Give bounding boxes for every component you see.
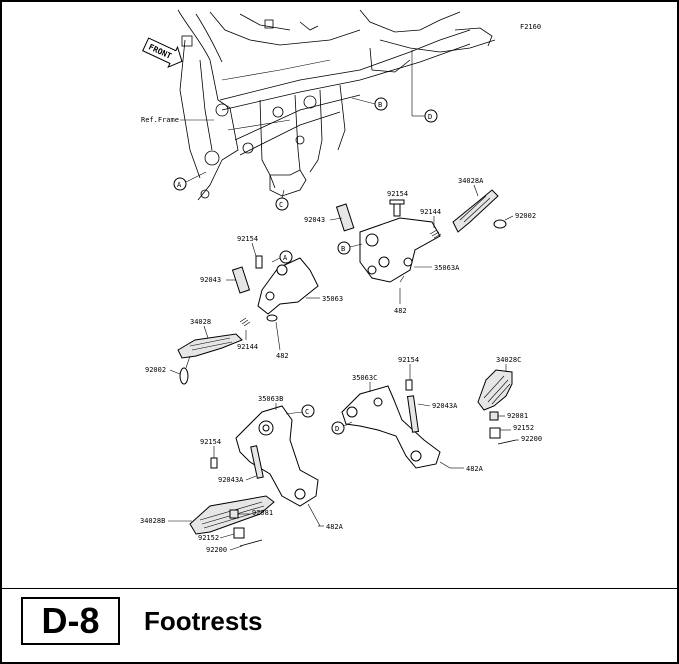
- svg-text:C: C: [279, 201, 283, 209]
- label-482-rear-right: 482: [394, 307, 407, 315]
- svg-text:B: B: [378, 101, 382, 109]
- svg-text:C: C: [305, 408, 309, 416]
- callout-c-frame: C: [275, 189, 289, 211]
- label-92081-front-left: 92081: [252, 509, 273, 517]
- label-92154-front-left: 92154: [200, 438, 221, 446]
- svg-text:A: A: [283, 254, 288, 262]
- frame-drawing: [177, 9, 496, 201]
- label-482-rear-left: 482: [276, 352, 289, 360]
- label-34028: 34028: [190, 318, 211, 326]
- page-title: Footrests: [144, 606, 263, 636]
- label-92154-front-right: 92154: [398, 356, 419, 364]
- label-92043-rear-right: 92043: [304, 216, 325, 224]
- label-92043a-front-right: 92043A: [432, 402, 458, 410]
- label-92154-rear-right: 92154: [387, 190, 408, 198]
- label-92002-rear-left: 92002: [145, 366, 166, 374]
- front-left-assembly: [189, 405, 321, 547]
- label-92154-rear-left: 92154: [237, 235, 258, 243]
- label-34028a: 34028A: [458, 177, 484, 185]
- label-92144-rear-right: 92144: [420, 208, 441, 216]
- label-92152-front-right: 92152: [513, 424, 534, 432]
- front-right-assembly: [341, 369, 517, 469]
- label-34028b: 34028B: [140, 517, 165, 525]
- svg-text:B: B: [341, 245, 345, 253]
- label-34028c: 34028C: [496, 356, 521, 364]
- figure-code: F2160: [520, 23, 541, 31]
- label-92144-rear-left: 92144: [237, 343, 258, 351]
- rear-left-assembly: [177, 255, 319, 385]
- label-92002-rear-right: 92002: [515, 212, 536, 220]
- callout-a-frame: A: [173, 171, 207, 191]
- page-code-box: D-8: [21, 597, 120, 645]
- ref-frame-label: Ref.Frame: [141, 116, 179, 124]
- label-35063a: 35063A: [434, 264, 460, 272]
- label-482a-front-left: 482A: [326, 523, 344, 531]
- label-92200-front-left: 92200: [206, 546, 227, 554]
- callout-b-assembly: B: [337, 241, 363, 255]
- svg-text:D: D: [335, 425, 339, 433]
- parts-diagram: F2160 FRONT Ref.Frame A B C D: [140, 9, 542, 554]
- label-92081-front-right: 92081: [507, 412, 528, 420]
- svg-text:A: A: [177, 181, 182, 189]
- callout-d-assembly: D: [331, 421, 353, 435]
- label-35063c: 35063C: [352, 374, 377, 382]
- label-92200-front-right: 92200: [521, 435, 542, 443]
- callout-d-frame: D: [411, 50, 438, 123]
- label-35063b: 35063B: [258, 395, 283, 403]
- svg-text:D: D: [428, 113, 432, 121]
- footer-divider: [2, 588, 677, 589]
- front-arrow-icon: FRONT: [142, 37, 183, 69]
- label-92152-front-left: 92152: [198, 534, 219, 542]
- callout-c-assembly: C: [285, 404, 315, 418]
- label-35063: 35063: [322, 295, 343, 303]
- label-92043a-front-left: 92043A: [218, 476, 244, 484]
- label-482a-front-right: 482A: [466, 465, 484, 473]
- label-92043-rear-left: 92043: [200, 276, 221, 284]
- callout-b-frame: B: [351, 97, 388, 111]
- rear-right-assembly: [335, 189, 507, 283]
- callout-a-assembly: A: [271, 250, 293, 264]
